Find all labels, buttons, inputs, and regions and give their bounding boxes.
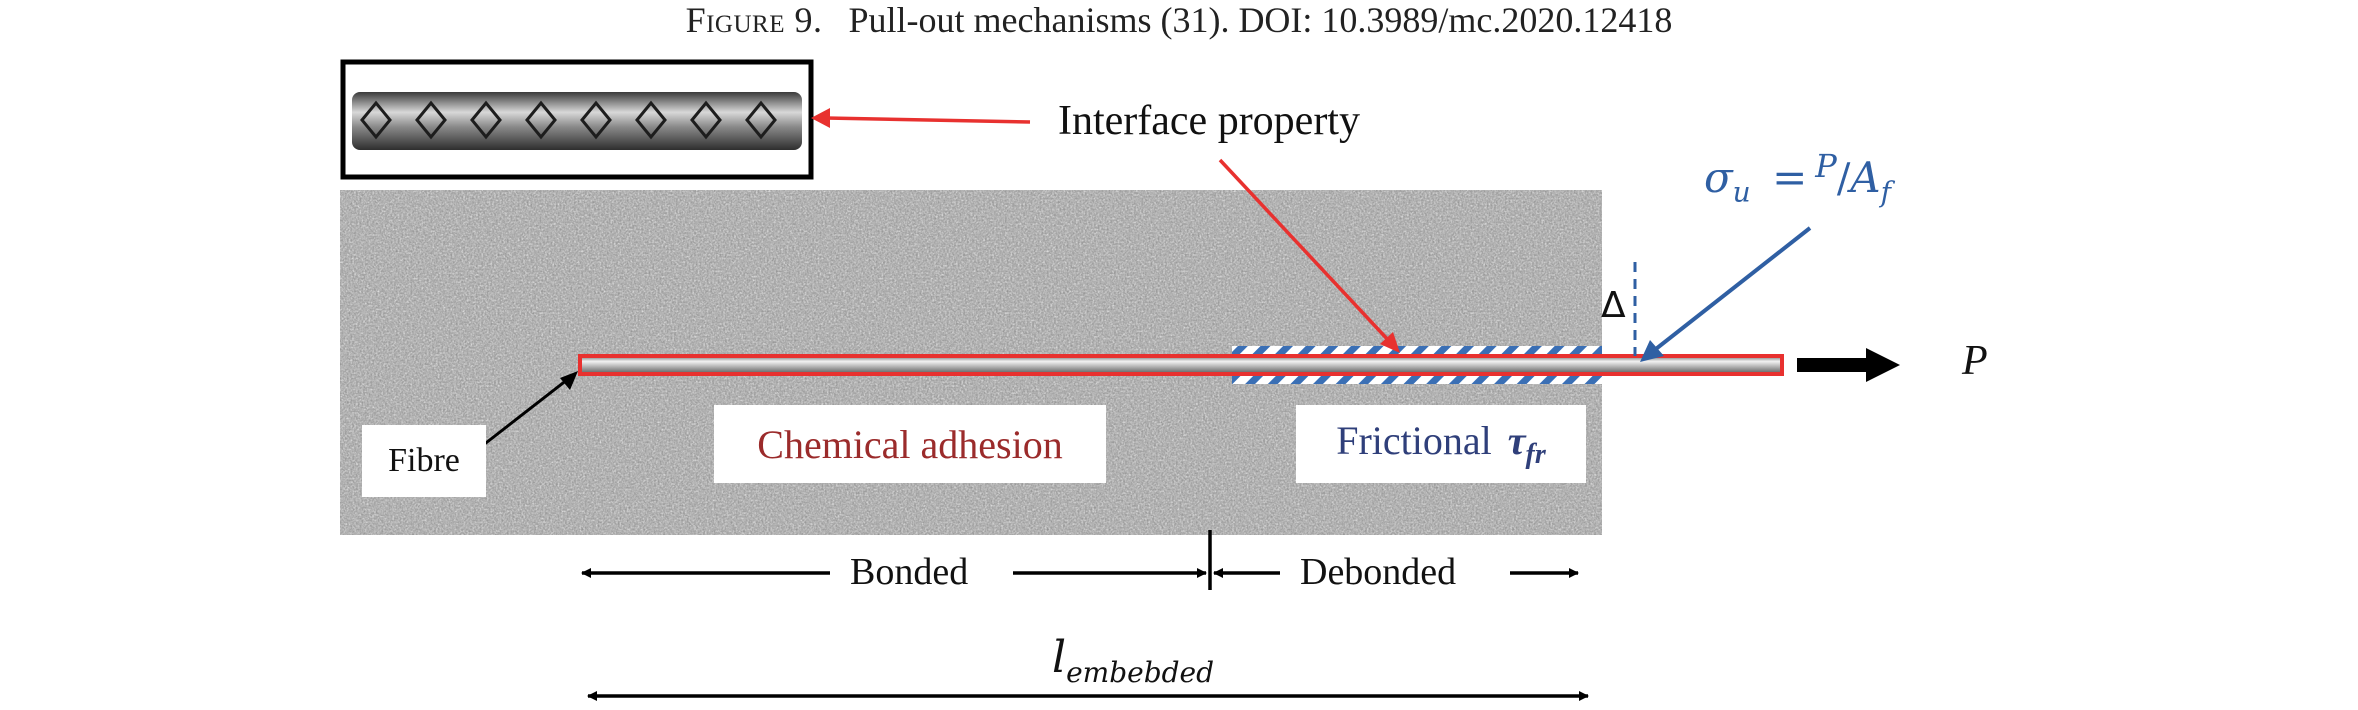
figure-number: Figure 9. bbox=[685, 0, 823, 40]
fibre-photo-inset bbox=[340, 59, 814, 180]
l-subscript: embebded bbox=[1066, 655, 1215, 689]
frictional-label: Frictional bbox=[1336, 418, 1492, 463]
fibre-bar bbox=[578, 354, 1784, 376]
figure-caption: Figure 9. Pull-out mechanisms (31). DOI: … bbox=[0, 0, 2358, 40]
frictional-group: Frictional τfr bbox=[1336, 417, 1546, 471]
caption-text: Pull-out mechanisms (31). DOI: 10.3989/m… bbox=[848, 0, 1673, 40]
stress-arrow bbox=[1640, 226, 1812, 362]
chemical-adhesion-box: Chemical adhesion bbox=[714, 405, 1106, 483]
load-label: P bbox=[1962, 338, 1988, 384]
equals-sign: = bbox=[1772, 153, 1808, 202]
tau-subscript: fr bbox=[1525, 439, 1546, 470]
interface-property-label: Interface property bbox=[1058, 98, 1360, 144]
load-arrow bbox=[1797, 348, 1900, 382]
frictional-box: Frictional τfr bbox=[1296, 405, 1586, 483]
sigma-subscript: u bbox=[1732, 175, 1751, 209]
fibre-label: Fibre bbox=[388, 442, 460, 479]
dimension-arrows bbox=[581, 530, 1589, 701]
delta-label: Δ bbox=[1601, 285, 1626, 326]
bonded-label: Bonded bbox=[850, 551, 969, 593]
stress-equation: σu =P/Af bbox=[1704, 150, 1891, 206]
l-symbol: l bbox=[1052, 632, 1067, 683]
embedded-length-label: lembebded bbox=[1052, 636, 1214, 687]
chemical-adhesion-label: Chemical adhesion bbox=[757, 421, 1063, 467]
denominator-subscript: f bbox=[1880, 175, 1892, 209]
fraction-slash: / bbox=[1836, 156, 1851, 202]
tau-symbol: τ bbox=[1507, 418, 1526, 463]
fibre-label-box: Fibre bbox=[362, 425, 486, 497]
sigma-symbol: σ bbox=[1704, 153, 1733, 202]
denominator-a: A bbox=[1850, 153, 1881, 202]
fibre-pointer bbox=[481, 371, 578, 448]
debonded-label: Debonded bbox=[1300, 551, 1457, 593]
interface-arrows bbox=[811, 108, 1400, 353]
numerator-p: P bbox=[1815, 147, 1837, 185]
